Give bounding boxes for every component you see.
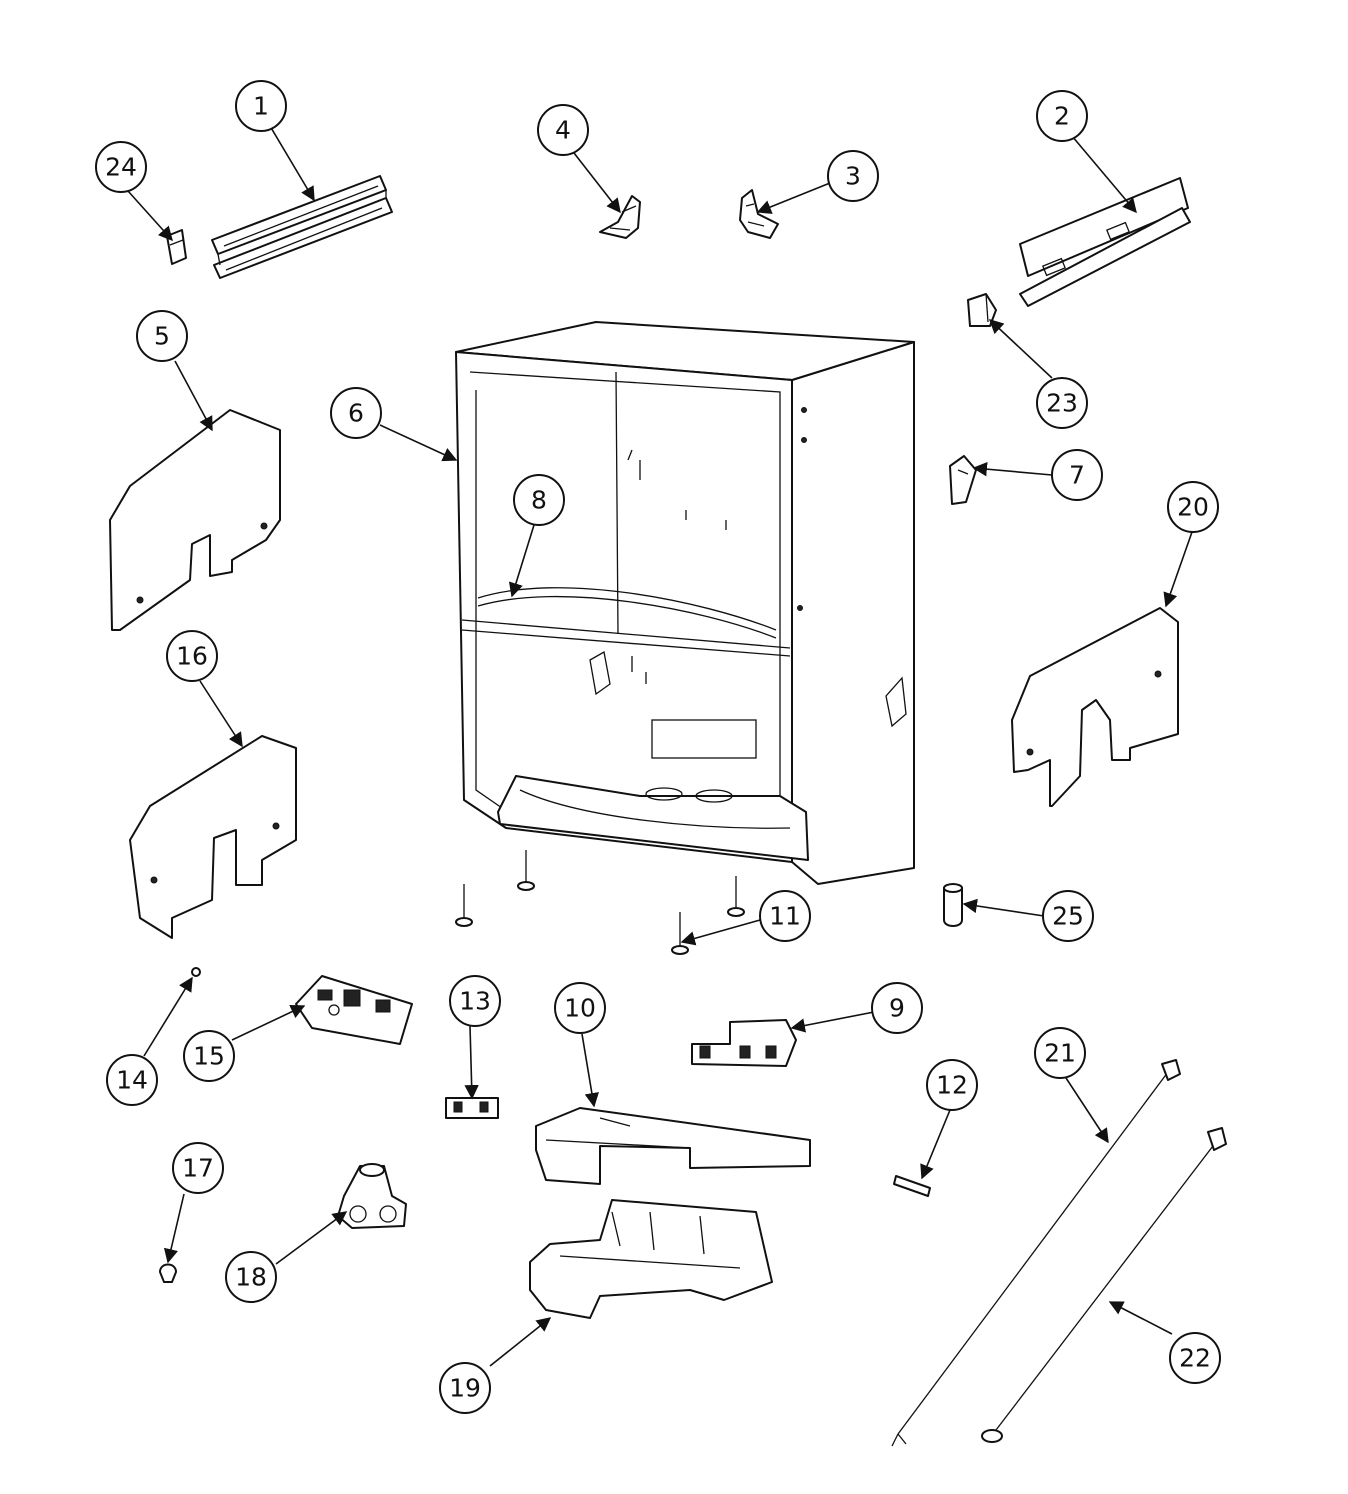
svg-text:11: 11 xyxy=(769,902,801,931)
svg-text:15: 15 xyxy=(193,1042,225,1071)
callout-20: 20 xyxy=(1167,481,1219,533)
part-15-board xyxy=(295,975,413,1045)
svg-text:21: 21 xyxy=(1044,1039,1076,1068)
svg-text:6: 6 xyxy=(348,399,364,428)
part-4-bracket xyxy=(599,195,641,239)
callout-22: 22 xyxy=(1169,1332,1221,1384)
part-16-panel xyxy=(129,735,297,939)
callout-7: 7 xyxy=(1051,449,1103,501)
svg-text:10: 10 xyxy=(564,994,596,1023)
callout-11: 11 xyxy=(759,890,811,942)
callout-15: 15 xyxy=(183,1030,235,1082)
svg-text:25: 25 xyxy=(1052,902,1084,931)
svg-text:7: 7 xyxy=(1069,461,1085,490)
callout-25: 25 xyxy=(1042,890,1094,942)
part-23-clip xyxy=(967,293,997,327)
svg-text:18: 18 xyxy=(235,1263,267,1292)
callout-3: 3 xyxy=(827,150,879,202)
part-20-panel xyxy=(1011,607,1179,807)
callout-21: 21 xyxy=(1034,1027,1086,1079)
svg-text:14: 14 xyxy=(116,1066,148,1095)
callout-23: 23 xyxy=(1036,377,1088,429)
svg-text:12: 12 xyxy=(936,1071,968,1100)
callout-18: 18 xyxy=(225,1251,277,1303)
svg-text:19: 19 xyxy=(449,1374,481,1403)
callout-14: 14 xyxy=(106,1054,158,1106)
callout-1: 1 xyxy=(235,80,287,132)
svg-text:9: 9 xyxy=(889,994,905,1023)
callout-24: 24 xyxy=(95,141,147,193)
part-10-housing xyxy=(535,1107,811,1185)
svg-text:5: 5 xyxy=(154,322,170,351)
callout-2: 2 xyxy=(1036,90,1088,142)
part-13-switch xyxy=(445,1097,499,1119)
part-5-panel xyxy=(109,409,281,631)
callout-4: 4 xyxy=(537,104,589,156)
part-1-rail xyxy=(211,175,393,279)
svg-text:3: 3 xyxy=(845,162,861,191)
part-11-legs xyxy=(455,850,745,955)
callout-8: 8 xyxy=(513,474,565,526)
part-12-pin xyxy=(893,1175,931,1197)
svg-text:23: 23 xyxy=(1046,389,1078,418)
part-19-base xyxy=(529,1199,773,1319)
svg-text:20: 20 xyxy=(1177,493,1209,522)
svg-text:24: 24 xyxy=(105,153,137,182)
part-17-cap xyxy=(159,1263,177,1283)
svg-text:22: 22 xyxy=(1179,1344,1211,1373)
svg-text:17: 17 xyxy=(182,1154,214,1183)
callout-5: 5 xyxy=(136,310,188,362)
callout-6: 6 xyxy=(330,387,382,439)
part-21-cable xyxy=(891,1059,1181,1447)
part-9-module xyxy=(691,1019,797,1067)
part-25-cylinder xyxy=(943,883,963,927)
svg-text:8: 8 xyxy=(531,486,547,515)
callout-10: 10 xyxy=(554,982,606,1034)
svg-text:1: 1 xyxy=(253,92,269,121)
svg-text:2: 2 xyxy=(1054,102,1070,131)
part-7-clip xyxy=(949,455,977,505)
callout-17: 17 xyxy=(172,1142,224,1194)
callout-12: 12 xyxy=(926,1059,978,1111)
leader-lines xyxy=(127,125,1193,1367)
part-6-tub xyxy=(455,321,915,885)
part-24-clip xyxy=(166,229,187,265)
callout-19: 19 xyxy=(439,1362,491,1414)
callout-13: 13 xyxy=(449,975,501,1027)
svg-text:16: 16 xyxy=(176,642,208,671)
part-22-hose xyxy=(981,1127,1227,1443)
part-3-bracket xyxy=(739,189,779,239)
part-2-rail xyxy=(1019,177,1191,307)
callout-16: 16 xyxy=(166,630,218,682)
svg-text:13: 13 xyxy=(459,987,491,1016)
part-14-screw xyxy=(191,967,201,977)
svg-text:4: 4 xyxy=(555,116,571,145)
callout-9: 9 xyxy=(871,982,923,1034)
part-18-valve xyxy=(337,1163,407,1229)
